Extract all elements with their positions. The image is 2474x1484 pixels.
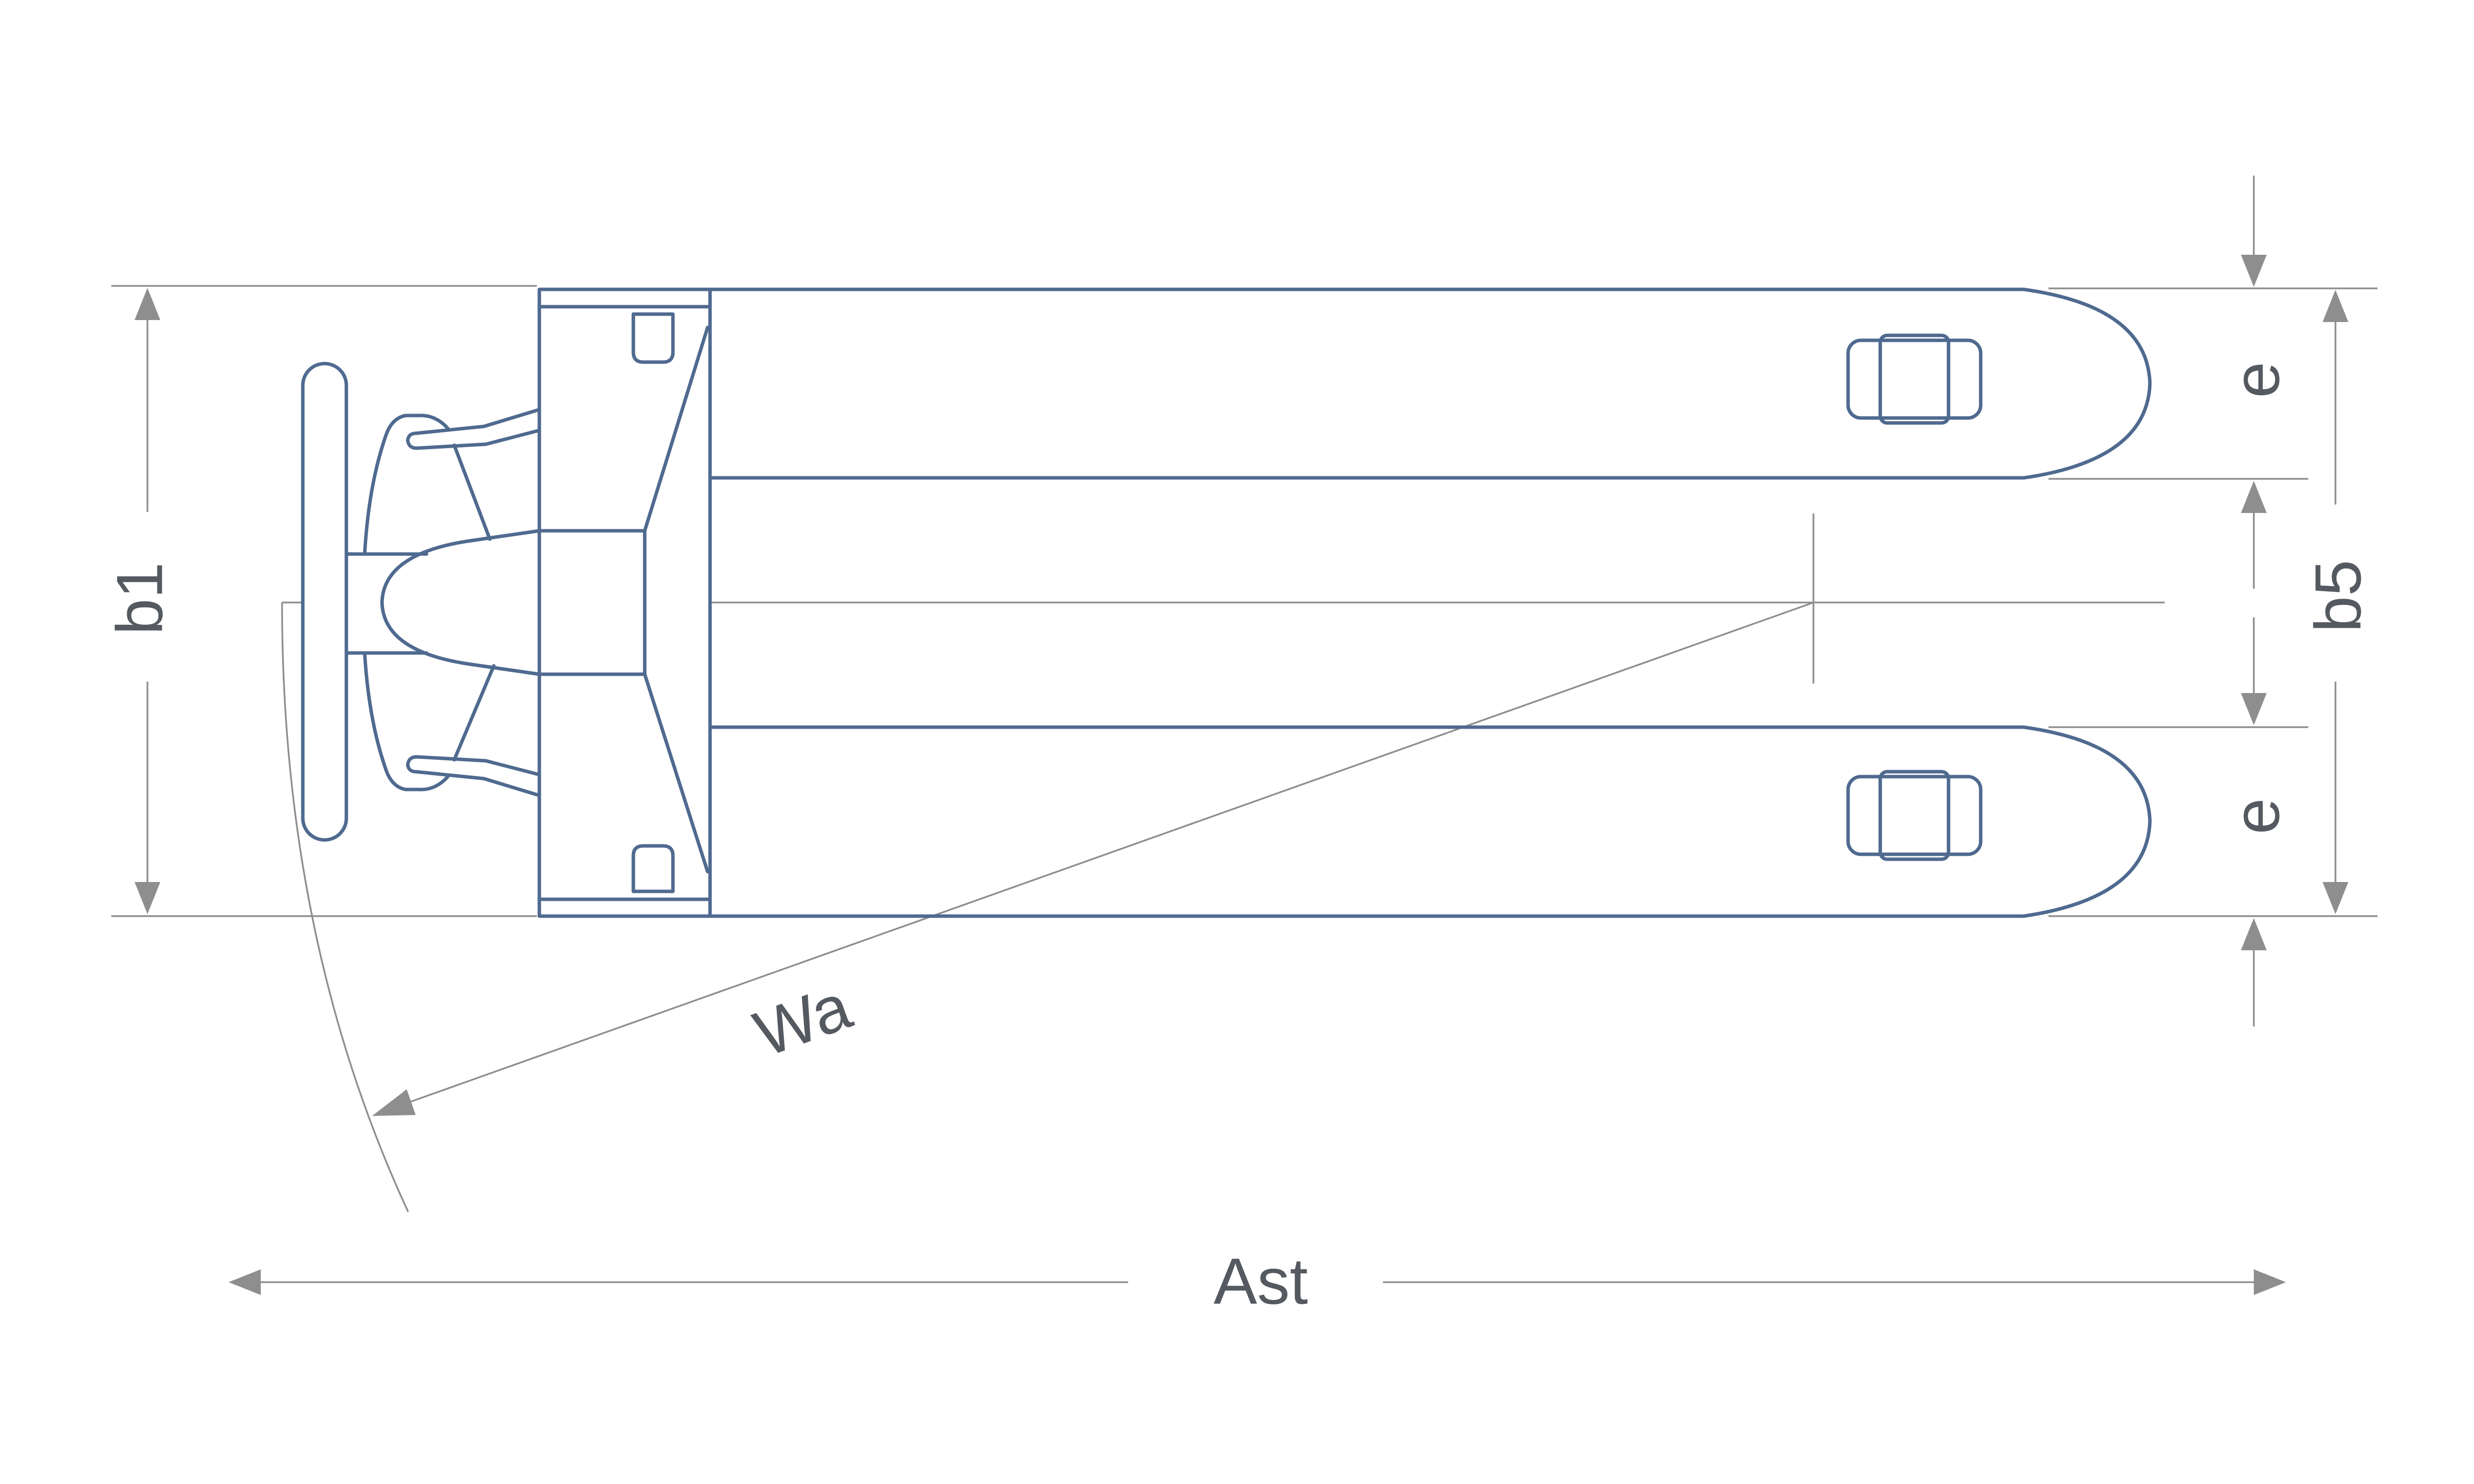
load-roller-upper [1846, 333, 1983, 425]
pump-housing [537, 529, 647, 676]
frame-strut-lower [643, 672, 710, 874]
b1-arrow-down [135, 882, 160, 914]
e-top-arrow-down [2241, 255, 2267, 287]
ast-arrow-left [229, 1269, 261, 1295]
wa-arrow [372, 1089, 416, 1116]
stop-bracket-upper [631, 312, 675, 364]
tiller-handle-bar [301, 362, 348, 842]
e-top-arrow-up [2241, 481, 2267, 513]
wa-radius-line [398, 602, 1814, 1107]
load-roller-lower [1846, 770, 1983, 861]
turning-arc [281, 602, 409, 1212]
ast-arrow-right [2254, 1269, 2286, 1295]
b1-label: b1 [103, 562, 176, 635]
b5-arrow-up [2323, 290, 2348, 322]
tiller-grip-upper [363, 408, 541, 556]
tiller-head [380, 529, 541, 676]
wa-label: Wa [745, 970, 860, 1070]
chassis-body [537, 287, 712, 918]
e-bottom-arrow-up [2241, 918, 2267, 950]
ast-label: Ast [1214, 1245, 1308, 1318]
tiller-grip-lower [363, 651, 541, 797]
stop-bracket-lower [631, 844, 675, 893]
e-label-top: e [2220, 362, 2293, 398]
frame-strut-upper [643, 325, 710, 533]
e-bottom-arrow-down [2241, 693, 2267, 725]
b5-arrow-down [2323, 882, 2348, 914]
dimension-lines [111, 176, 2378, 1295]
e-label-bottom: e [2220, 798, 2293, 834]
fork-upper [708, 287, 2152, 480]
fork-lower [708, 725, 2152, 918]
b1-arrow-up [135, 288, 160, 320]
pallet-truck-outline [301, 287, 2152, 918]
b5-label: b5 [2302, 560, 2375, 633]
